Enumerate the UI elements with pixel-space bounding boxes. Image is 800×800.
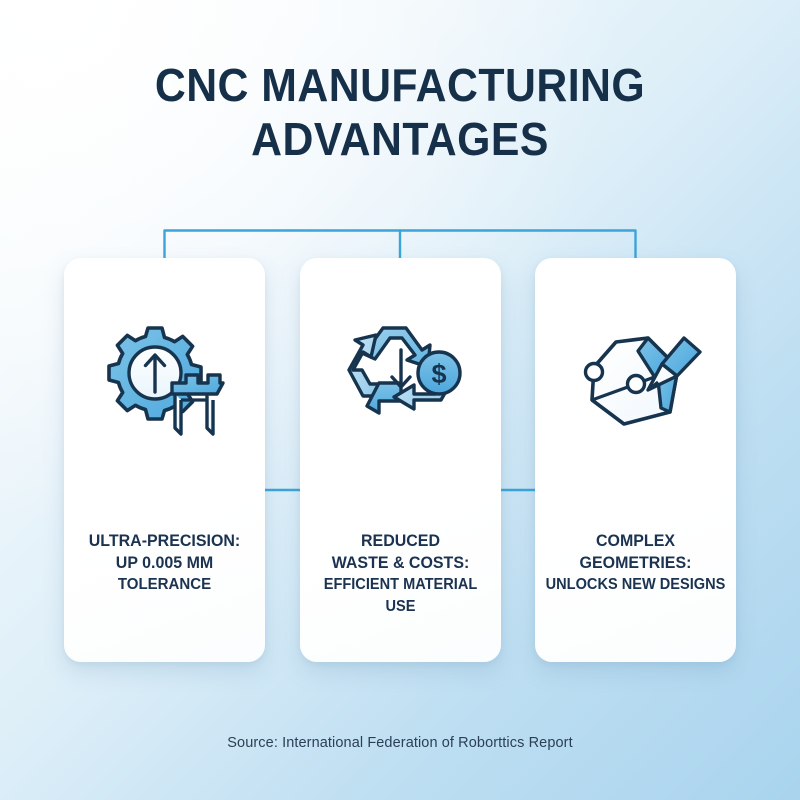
- pen-geometry-icon: [583, 336, 702, 426]
- source-caption: Source: International Federation of Robo…: [227, 735, 573, 751]
- card-3-line-2: GEOMETRIES:: [579, 553, 692, 572]
- card-3-text: COMPLEX GEOMETRIES: UNLOCKS NEW DESIGNS: [543, 530, 728, 596]
- title-line-1: CNC MANUFACTURING: [154, 59, 646, 111]
- title-line-2: ADVANTAGES: [251, 113, 549, 165]
- gear-precision-icon: [106, 326, 225, 436]
- card-1-line-2: UP 0.005 MM: [115, 553, 214, 572]
- recycle-savings-icon: $: [346, 326, 462, 415]
- card-2-line-2: WASTE & COSTS:: [331, 553, 470, 572]
- card-2-line-1: REDUCED: [360, 531, 441, 550]
- card-2-line-3: EFFICIENT MATERIAL USE: [323, 576, 478, 615]
- card-2-text: REDUCED WASTE & COSTS: EFFICIENT MATERIA…: [308, 530, 493, 618]
- card-1-text: ULTRA-PRECISION: UP 0.005 MM TOLERANCE: [72, 530, 257, 596]
- card-1-line-3: TOLERANCE: [117, 576, 212, 593]
- card-1-line-1: ULTRA-PRECISION:: [88, 531, 241, 550]
- advantage-card-1[interactable]: ULTRA-PRECISION: UP 0.005 MM TOLERANCE: [64, 258, 265, 662]
- card-3-line-3: UNLOCKS NEW DESIGNS: [545, 576, 726, 593]
- card-1-icon-area: [64, 316, 265, 446]
- card-2-icon-area: $: [300, 316, 501, 446]
- page-title: CNC MANUFACTURING ADVANTAGES: [0, 58, 800, 166]
- card-3-line-1: COMPLEX: [595, 531, 676, 550]
- card-3-icon-area: [535, 316, 736, 446]
- advantage-card-3[interactable]: COMPLEX GEOMETRIES: UNLOCKS NEW DESIGNS: [535, 258, 736, 662]
- svg-text:$: $: [431, 359, 446, 389]
- advantage-card-2[interactable]: $ REDUCED WASTE & COSTS: EFFICIENT MATER…: [300, 258, 501, 662]
